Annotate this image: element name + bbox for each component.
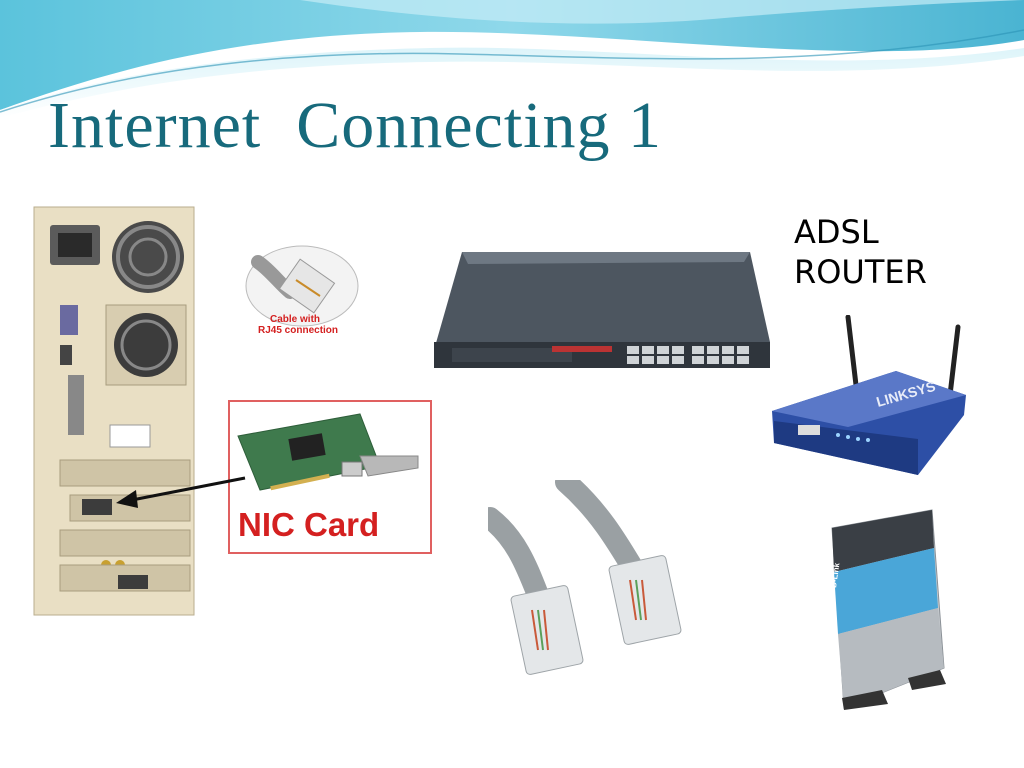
adsl-router-label: ADSL ROUTER xyxy=(794,212,927,292)
modem-brand-text: D-Link xyxy=(829,562,841,588)
adsl-label-line-1: ADSL xyxy=(794,213,879,251)
pc-rear-panel-image xyxy=(33,206,195,616)
arrow-icon xyxy=(116,476,246,508)
nic-card-image: NIC Card xyxy=(228,400,432,554)
nic-card-icon xyxy=(237,413,419,491)
header-wave-decoration xyxy=(0,0,1024,118)
cable-caption-line-1: Cable with xyxy=(270,314,321,325)
slide-title: Internet Connecting 1 xyxy=(48,89,663,162)
rj45-cable-icon xyxy=(245,245,359,327)
rj45-cable-image: Cable with RJ45 connection xyxy=(240,240,365,350)
network-switch-image xyxy=(434,252,770,368)
nic-card-caption: NIC Card xyxy=(238,506,380,543)
wireless-router-image: LINKSYS xyxy=(772,315,966,475)
ethernet-cables-image xyxy=(488,480,682,675)
adsl-label-line-2: ROUTER xyxy=(794,253,927,291)
cable-caption-line-2: RJ45 connection xyxy=(258,325,339,336)
adsl-modem-image: D-Link xyxy=(829,509,946,710)
